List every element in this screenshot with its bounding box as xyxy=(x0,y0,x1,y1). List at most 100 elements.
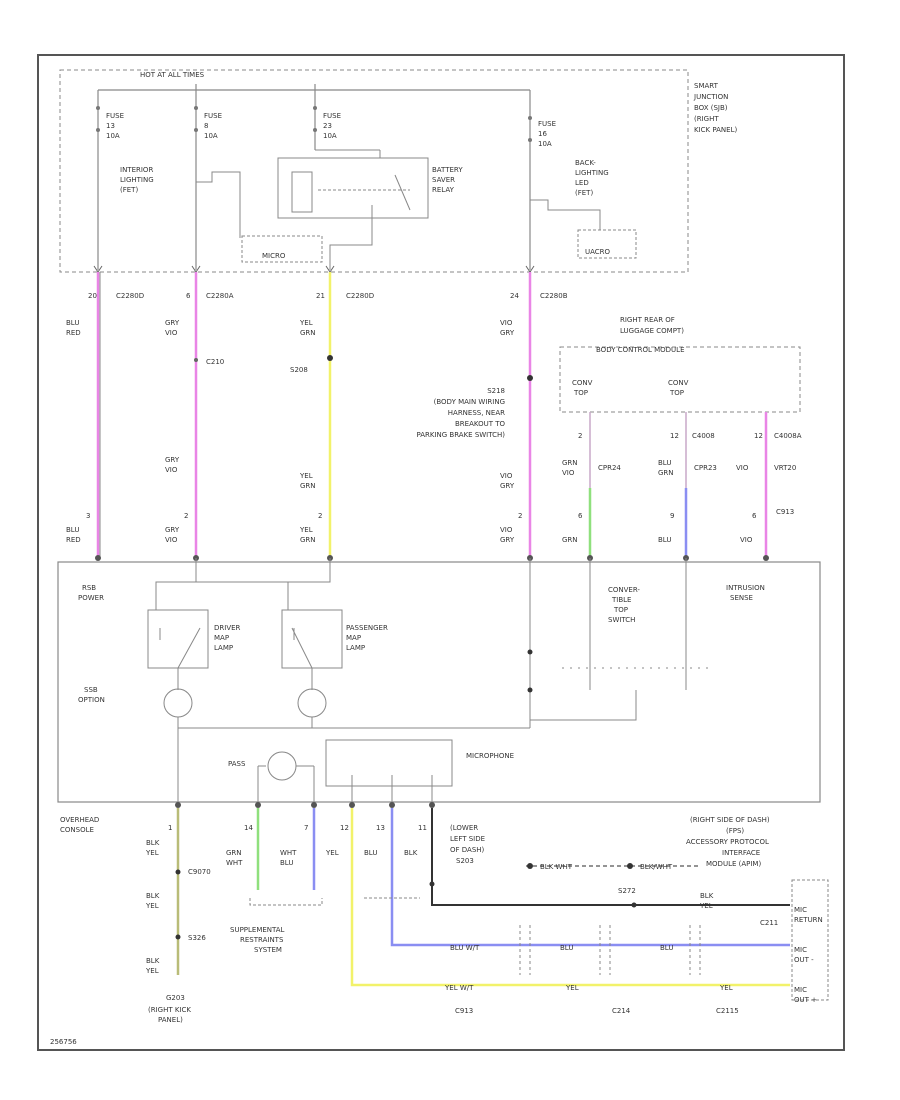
svg-text:BLU: BLU xyxy=(66,319,79,327)
svg-text:CPR24: CPR24 xyxy=(598,464,621,472)
svg-text:C913: C913 xyxy=(455,1007,473,1015)
svg-text:BLU: BLU xyxy=(364,849,377,857)
svg-text:BODY CONTROL MODULE: BODY CONTROL MODULE xyxy=(596,346,685,354)
svg-text:12: 12 xyxy=(670,432,679,440)
svg-text:SWITCH: SWITCH xyxy=(608,616,635,624)
svg-text:BLK: BLK xyxy=(700,892,714,900)
overhead-console-box xyxy=(57,561,821,803)
wire-labels-col4: VIO GRY VIO GRY VIO GRY 2 xyxy=(500,319,533,544)
svg-text:G203: G203 xyxy=(166,994,185,1002)
svg-text:VIO: VIO xyxy=(165,466,178,474)
svg-text:7: 7 xyxy=(304,824,308,832)
svg-text:MAP: MAP xyxy=(214,634,229,642)
sjb-label: SMART JUNCTION BOX (SJB) (RIGHT KICK PAN… xyxy=(693,82,737,134)
svg-text:YEL: YEL xyxy=(299,319,313,327)
srs-label: SUPPLEMENTAL RESTRAINTS SYSTEM xyxy=(230,898,323,954)
svg-text:20: 20 xyxy=(88,292,97,300)
svg-text:C4008A: C4008A xyxy=(774,432,802,440)
svg-text:MICROPHONE: MICROPHONE xyxy=(466,752,514,760)
svg-text:2: 2 xyxy=(578,432,582,440)
lower-left-dash-label: (LOWER LEFT SIDE OF DASH) S203 xyxy=(364,824,485,899)
figure-id: 256756 xyxy=(50,1038,77,1046)
svg-text:JUNCTION: JUNCTION xyxy=(693,93,728,101)
svg-text:RED: RED xyxy=(66,536,81,544)
svg-text:OVERHEAD: OVERHEAD xyxy=(60,816,99,824)
svg-text:C913: C913 xyxy=(776,508,794,516)
svg-text:10A: 10A xyxy=(204,132,218,140)
svg-text:GRY: GRY xyxy=(500,536,515,544)
svg-text:LIGHTING: LIGHTING xyxy=(575,169,609,177)
svg-text:FUSE: FUSE xyxy=(323,112,341,120)
horizontal-wire-labels: BLU W/T BLU BLU YEL W/T YEL YEL xyxy=(444,944,733,992)
svg-text:RESTRAINTS: RESTRAINTS xyxy=(240,936,284,944)
svg-text:INTERIOR: INTERIOR xyxy=(120,166,153,174)
svg-text:PANEL): PANEL) xyxy=(158,1016,183,1024)
svg-text:VIO: VIO xyxy=(562,469,575,477)
svg-text:BOX (SJB): BOX (SJB) xyxy=(694,104,728,112)
svg-text:SSB: SSB xyxy=(84,686,98,694)
svg-text:SAVER: SAVER xyxy=(432,176,455,184)
svg-text:INTRUSION: INTRUSION xyxy=(726,584,765,592)
svg-text:(BODY MAIN WIRING: (BODY MAIN WIRING xyxy=(434,398,505,406)
svg-text:16: 16 xyxy=(538,130,547,138)
svg-text:HARNESS, NEAR: HARNESS, NEAR xyxy=(448,409,505,417)
svg-text:MAP: MAP xyxy=(346,634,361,642)
svg-text:(FPS): (FPS) xyxy=(726,827,744,835)
svg-text:MIC: MIC xyxy=(794,906,807,914)
svg-text:(RIGHT SIDE OF DASH): (RIGHT SIDE OF DASH) xyxy=(690,816,770,824)
svg-text:TIBLE: TIBLE xyxy=(611,596,631,604)
wire-labels-col1: BLU RED BLU RED 3 xyxy=(66,319,90,544)
svg-text:GRN: GRN xyxy=(562,459,578,467)
apim-pins: MIC RETURN MIC OUT - MIC OUT + xyxy=(794,906,823,1004)
s218-note: S218 (BODY MAIN WIRING HARNESS, NEAR BRE… xyxy=(416,387,505,439)
svg-text:MODULE (APIM): MODULE (APIM) xyxy=(706,860,761,868)
apim-box xyxy=(791,879,829,1001)
svg-text:UACRO: UACRO xyxy=(585,248,611,256)
svg-text:BLU: BLU xyxy=(658,536,671,544)
bottom-pins: 1 14 7 12 13 11 xyxy=(168,802,435,832)
sjb-box xyxy=(59,69,689,273)
svg-text:LEFT SIDE: LEFT SIDE xyxy=(450,835,485,843)
svg-text:VIO: VIO xyxy=(165,536,178,544)
svg-text:GRN: GRN xyxy=(300,536,316,544)
svg-text:LED: LED xyxy=(575,179,589,187)
svg-text:RIGHT REAR OF: RIGHT REAR OF xyxy=(620,316,675,324)
svg-text:SYSTEM: SYSTEM xyxy=(254,946,282,954)
svg-text:GRN: GRN xyxy=(300,482,316,490)
svg-text:C2280D: C2280D xyxy=(346,292,374,300)
svg-text:C2280B: C2280B xyxy=(540,292,568,300)
svg-text:10A: 10A xyxy=(106,132,120,140)
bottom-wire-labels: BLK YEL GRN WHT WHT BLU YEL BLU BLK BLK … xyxy=(145,839,418,975)
bcm-connector-labels: 2 12 C4008 12 C4008A GRN VIO CPR24 BLU G… xyxy=(562,432,802,544)
svg-text:BLK: BLK xyxy=(146,839,160,847)
svg-text:6: 6 xyxy=(752,512,757,520)
svg-text:CONSOLE: CONSOLE xyxy=(60,826,94,834)
svg-text:C4008: C4008 xyxy=(692,432,715,440)
svg-text:GRN: GRN xyxy=(562,536,578,544)
wire-yel xyxy=(350,808,790,987)
wire-labels-col3: YEL GRN YEL GRN YEL GRN 2 S208 xyxy=(290,319,333,544)
svg-text:11: 11 xyxy=(418,824,427,832)
fuse-8: FUSE 8 10A xyxy=(194,84,222,270)
svg-text:GRN: GRN xyxy=(658,469,674,477)
svg-text:9: 9 xyxy=(670,512,674,520)
diagram-frame xyxy=(37,54,845,1051)
svg-text:OUT -: OUT - xyxy=(794,956,814,964)
svg-text:BLK/WHT: BLK/WHT xyxy=(640,863,673,871)
svg-text:C9070: C9070 xyxy=(188,868,211,876)
interior-lighting-fet: INTERIOR LIGHTING (FET) xyxy=(120,166,241,238)
svg-text:BATTERY: BATTERY xyxy=(432,166,463,174)
svg-text:TOP: TOP xyxy=(573,389,588,397)
svg-text:BLK: BLK xyxy=(146,957,160,965)
svg-text:FUSE: FUSE xyxy=(204,112,222,120)
svg-text:YEL: YEL xyxy=(699,902,713,910)
svg-text:BLK: BLK xyxy=(404,849,418,857)
svg-text:S218: S218 xyxy=(487,387,505,395)
svg-text:CONVER-: CONVER- xyxy=(608,586,640,594)
svg-text:6: 6 xyxy=(578,512,583,520)
shield-verticals xyxy=(519,925,701,975)
svg-text:TOP: TOP xyxy=(669,389,684,397)
wire-blk xyxy=(431,808,790,906)
svg-text:DRIVER: DRIVER xyxy=(214,624,241,632)
svg-text:23: 23 xyxy=(323,122,332,130)
